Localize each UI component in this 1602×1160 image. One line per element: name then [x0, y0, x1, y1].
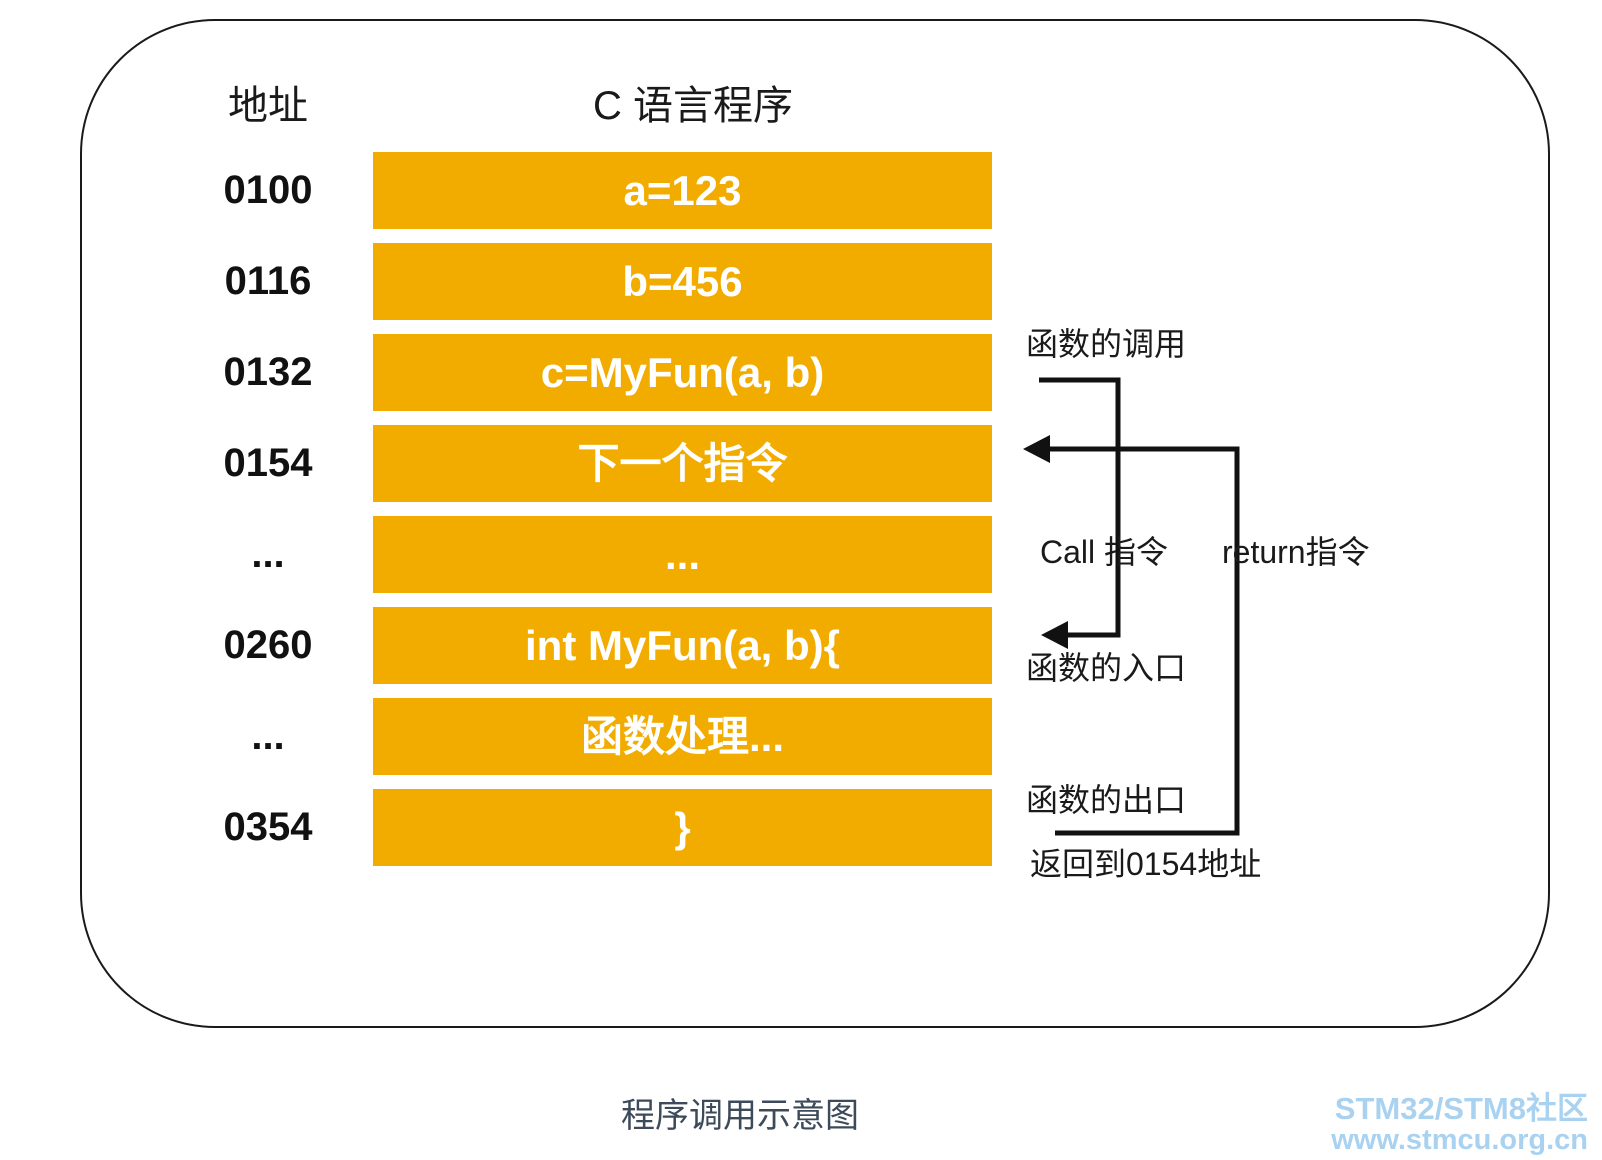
memory-row: 0260 int MyFun(a, b){: [0, 607, 1602, 684]
rounded-frame: [80, 19, 1550, 1028]
program-column-header: C 语言程序: [593, 84, 793, 128]
memory-row: 0100 a=123: [0, 152, 1602, 229]
memory-row: 0354 }: [0, 789, 1602, 866]
address-label: 0132: [223, 350, 313, 394]
address-label: 0100: [223, 168, 313, 212]
return-to-address-label: 返回到0154地址: [1030, 846, 1262, 882]
memory-row: ... 函数处理...: [0, 698, 1602, 775]
return-instruction-label: return指令: [1222, 534, 1370, 570]
code-bar: a=123: [373, 152, 992, 229]
memory-row: ... ...: [0, 516, 1602, 593]
watermark-url: www.stmcu.org.cn: [1331, 1124, 1588, 1157]
code-bar: }: [373, 789, 992, 866]
diagram-caption: 程序调用示意图: [621, 1097, 859, 1135]
memory-row: 0132 c=MyFun(a, b): [0, 334, 1602, 411]
address-label: 0354: [223, 805, 313, 849]
code-bar: c=MyFun(a, b): [373, 334, 992, 411]
address-label: 0154: [223, 441, 313, 485]
address-label: ...: [251, 532, 285, 576]
address-label: 0116: [224, 259, 312, 303]
code-bar: 下一个指令: [373, 425, 992, 502]
code-bar: b=456: [373, 243, 992, 320]
function-entry-label: 函数的入口: [1026, 650, 1187, 686]
watermark: STM32/STM8社区 www.stmcu.org.cn: [1331, 1092, 1588, 1157]
memory-row: 0154 下一个指令: [0, 425, 1602, 502]
call-instruction-label: Call 指令: [1040, 534, 1169, 570]
code-bar: int MyFun(a, b){: [373, 607, 992, 684]
address-column-header: 地址: [228, 84, 308, 128]
address-label: 0260: [223, 623, 313, 667]
watermark-community: STM32/STM8社区: [1334, 1091, 1588, 1126]
function-exit-label: 函数的出口: [1026, 782, 1187, 818]
code-bar: 函数处理...: [373, 698, 992, 775]
function-call-label: 函数的调用: [1026, 326, 1187, 362]
code-bar: ...: [373, 516, 992, 593]
address-label: ...: [251, 714, 285, 758]
memory-row: 0116 b=456: [0, 243, 1602, 320]
